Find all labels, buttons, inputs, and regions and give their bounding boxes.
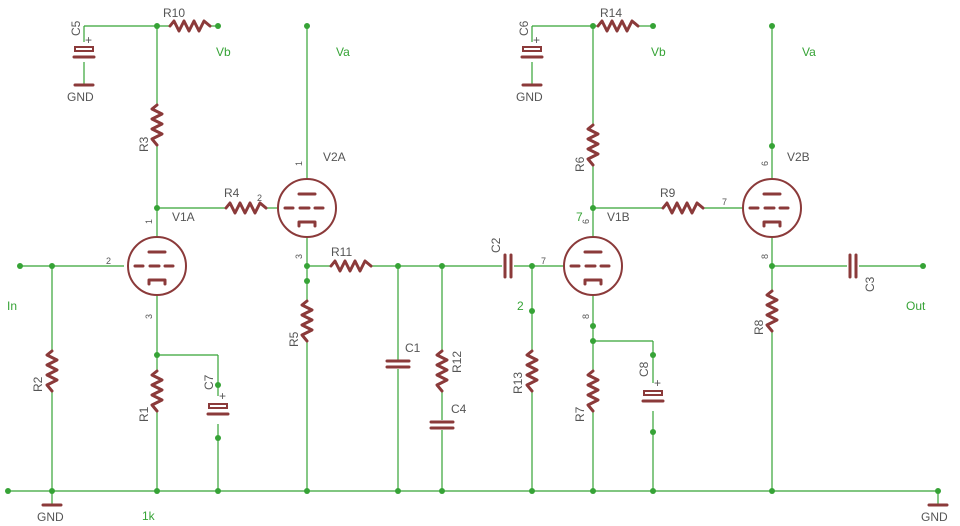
pin-v2b-grid: 7 <box>722 197 727 207</box>
label-c5: C5 <box>69 20 83 36</box>
resistor-r6[interactable] <box>586 123 600 167</box>
resistor-r5[interactable] <box>300 299 314 343</box>
junctions <box>5 23 941 494</box>
resistor-r12[interactable] <box>435 349 449 393</box>
label-c4: C4 <box>451 402 467 416</box>
pin-v1a-grid: 2 <box>106 256 111 266</box>
label-c3: C3 <box>863 276 877 292</box>
resistor-r3[interactable] <box>150 103 164 147</box>
net-label-vb-right: Vb <box>651 45 666 59</box>
resistor-r4[interactable] <box>224 201 268 215</box>
gnd-label-c5: GND <box>67 90 94 104</box>
triode-v2b[interactable] <box>741 177 803 239</box>
pin-v2a-cathode: 3 <box>294 254 304 259</box>
pin-v1b-cathode: 8 <box>581 314 591 319</box>
label-r4: R4 <box>224 186 240 200</box>
label-c2: C2 <box>489 237 503 253</box>
polarity-mark-c6: + <box>533 33 540 47</box>
label-r6: R6 <box>573 156 587 172</box>
resistor-r14[interactable] <box>596 19 640 33</box>
net-label-1k: 1k <box>142 509 156 523</box>
pin-v2b-cathode: 8 <box>760 254 770 259</box>
capacitor-c1[interactable] <box>385 359 411 369</box>
label-r9: R9 <box>660 186 676 200</box>
net-label-7: 7 <box>576 210 583 224</box>
triode-v1b[interactable] <box>562 235 624 297</box>
gnd-label-left: GND <box>37 510 64 524</box>
pin-v1b-grid: 7 <box>541 256 546 266</box>
net-label-va-left: Va <box>336 45 350 59</box>
resistor-r8[interactable] <box>765 289 779 333</box>
label-r1: R1 <box>137 406 151 422</box>
gnd-label-right: GND <box>921 510 948 524</box>
label-c6: C6 <box>517 20 531 36</box>
label-v2b: V2B <box>787 150 810 164</box>
label-c1: C1 <box>405 341 421 355</box>
net-label-out: Out <box>906 299 926 313</box>
pin-v1a-plate: 1 <box>144 219 154 224</box>
resistor-r2[interactable] <box>45 349 59 393</box>
capacitor-c4[interactable] <box>429 420 455 430</box>
net-label-in: In <box>7 299 17 313</box>
label-c8: C8 <box>637 361 651 377</box>
label-r7: R7 <box>573 406 587 422</box>
label-r10: R10 <box>163 6 185 20</box>
triode-v1a[interactable] <box>126 235 188 297</box>
capacitor-c8[interactable] <box>641 389 665 403</box>
triode-v2a[interactable] <box>276 177 338 239</box>
resistor-r1[interactable] <box>150 369 164 413</box>
net-label-2: 2 <box>517 299 524 313</box>
net-label-va-right: Va <box>802 45 816 59</box>
resistor-r7[interactable] <box>586 369 600 413</box>
label-v2a: V2A <box>323 150 346 164</box>
resistor-r9[interactable] <box>661 201 705 215</box>
label-r3: R3 <box>137 136 151 152</box>
label-c7: C7 <box>202 374 216 390</box>
label-r8: R8 <box>752 319 766 335</box>
label-r13: R13 <box>511 372 525 394</box>
label-r2: R2 <box>31 376 45 392</box>
pin-v2a-grid: 2 <box>257 193 262 203</box>
capacitor-c7[interactable] <box>206 402 230 416</box>
capacitor-c6[interactable] <box>520 45 544 59</box>
resistor-r13[interactable] <box>525 349 539 393</box>
wires <box>8 25 939 505</box>
polarity-mark-c8: + <box>654 376 661 390</box>
capacitor-c5[interactable] <box>72 45 96 59</box>
pin-v1a-cathode: 3 <box>144 314 154 319</box>
polarity-mark-c7: + <box>219 389 226 403</box>
label-r5: R5 <box>287 331 301 347</box>
capacitor-c3[interactable] <box>848 253 858 279</box>
polarity-mark-c5: + <box>85 33 92 47</box>
capacitor-c2[interactable] <box>503 253 513 279</box>
label-v1b: V1B <box>607 210 630 224</box>
pin-v2b-plate: 6 <box>760 161 770 166</box>
gnd-label-c6: GND <box>516 90 543 104</box>
net-label-vb-left: Vb <box>216 45 231 59</box>
label-r12: R12 <box>450 351 464 373</box>
resistor-r11[interactable] <box>329 259 373 273</box>
pin-v1b-plate: 6 <box>581 219 591 224</box>
label-v1a: V1A <box>172 210 195 224</box>
pin-v2a-plate: 1 <box>294 161 304 166</box>
label-r14: R14 <box>600 6 622 20</box>
label-r11: R11 <box>331 245 352 259</box>
resistor-r10[interactable] <box>168 19 212 33</box>
